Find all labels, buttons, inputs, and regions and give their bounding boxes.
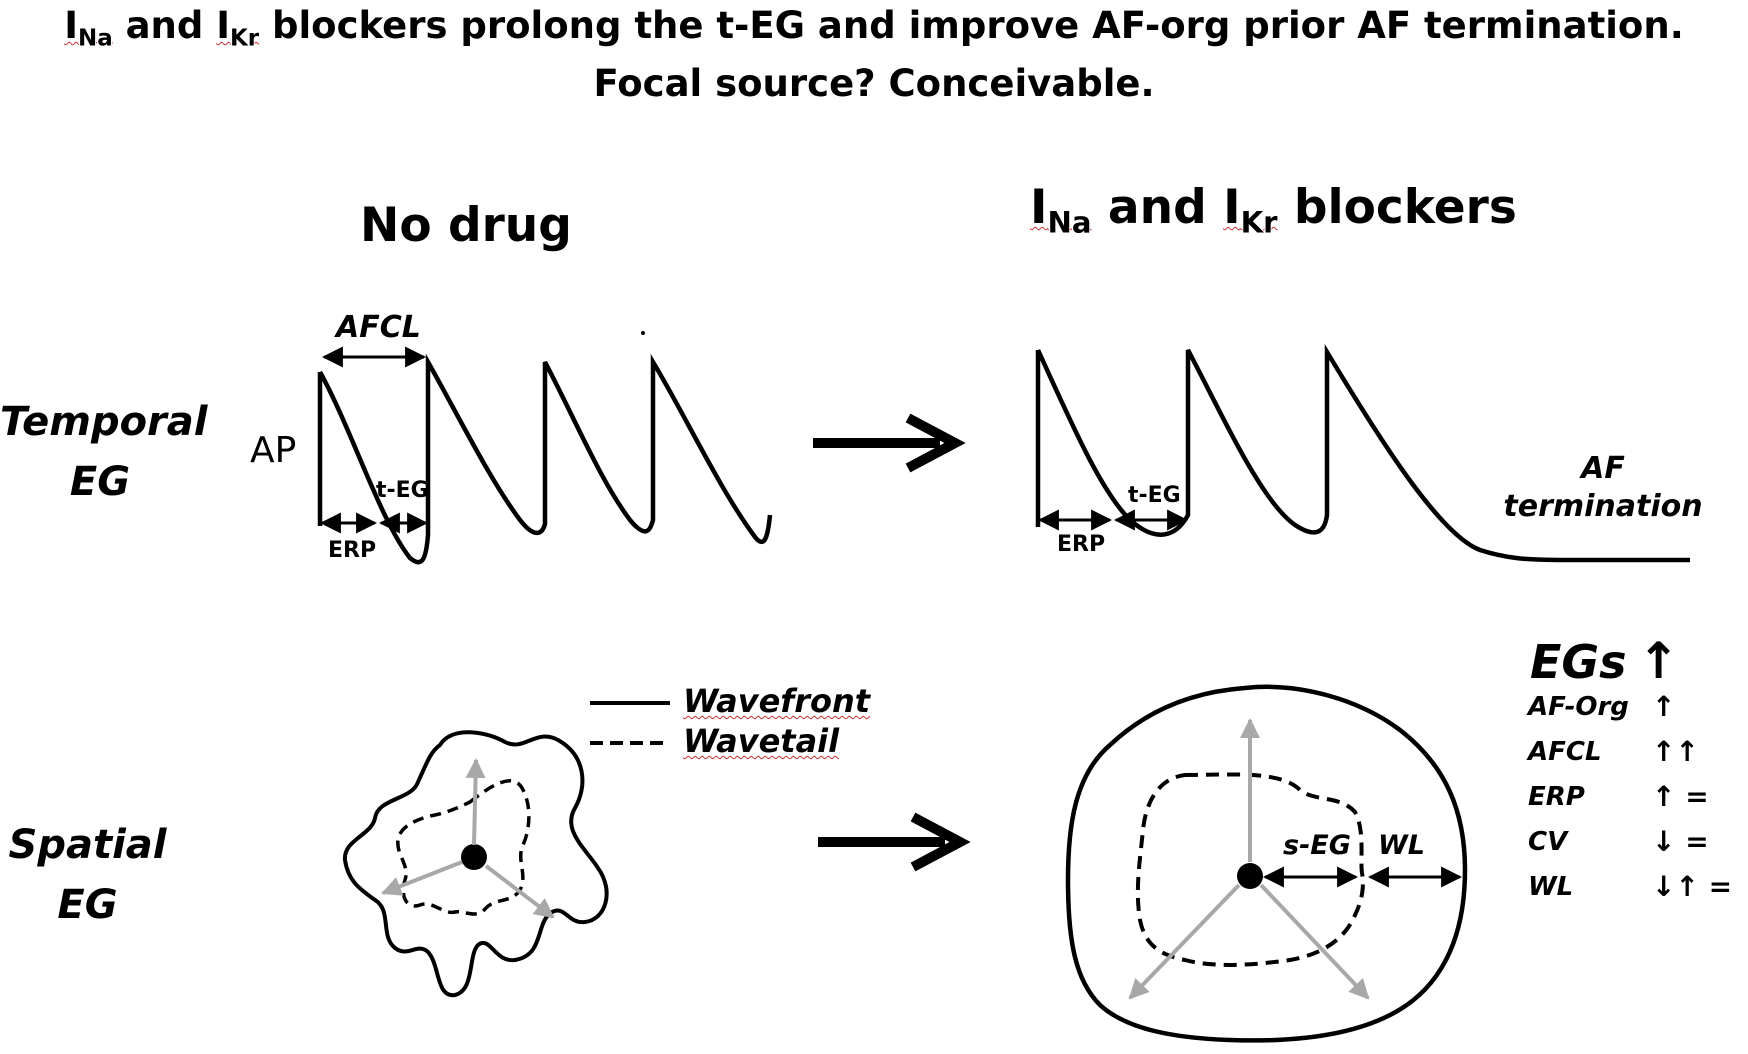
eg-param: WL [1528, 872, 1574, 902]
heading-blockers: INa and IKr blockers [1030, 180, 1517, 240]
eg-param: CV [1528, 827, 1568, 857]
transition-arrow-temporal [813, 413, 966, 473]
seg-label: s-EG [1283, 830, 1351, 861]
eg-effect: ↑ [1652, 690, 1676, 723]
irregular-wavetail [396, 779, 531, 916]
legend-wavefront-label: Wavefront [683, 682, 871, 720]
title-line-1: INa and IKr blockers prolong the t-EG an… [64, 4, 1684, 52]
transition-arrow-spatial [818, 812, 971, 872]
eg-param: ERP [1528, 782, 1585, 812]
row-label-temporal: Temporal EG [0, 399, 208, 505]
smooth-wavetail [1135, 772, 1365, 967]
propagation-arrow-right-right [1259, 883, 1370, 1000]
irregular-wavefront [342, 730, 609, 998]
eg-effect: ↑ = [1652, 780, 1709, 813]
eg-param: AF-Org [1528, 692, 1629, 722]
wl-label: WL [1378, 830, 1425, 861]
propagation-arrow-left-right [484, 864, 555, 919]
stray-dot [641, 331, 645, 335]
focal-source-dot-left [461, 844, 487, 870]
eg-summary-title: EGs ↑ [1530, 632, 1680, 690]
erp-label-right: ERP [1057, 532, 1106, 557]
propagation-arrow-right-left [1128, 883, 1241, 1000]
teg-label-right: t-EG [1128, 483, 1181, 508]
erp-label: ERP [328, 538, 377, 563]
smooth-wavefront [1065, 684, 1468, 1043]
teg-label: t-EG [376, 478, 429, 503]
title-ikr: IKr [216, 4, 260, 52]
eg-effect: ↓ = [1652, 825, 1709, 858]
up-arrow-icon: ↑ [1637, 632, 1680, 690]
ap-trace-no-drug [317, 353, 773, 565]
eg-effect: ↓↑ = [1652, 870, 1733, 903]
af-termination-label: AF termination [1503, 451, 1703, 524]
afcl-label: AFCL [336, 310, 421, 345]
propagation-arrow-left-up [465, 758, 486, 846]
propagation-arrow-left-left [381, 860, 463, 896]
title-ina: INa [64, 4, 113, 52]
title-line-2: Focal source? Conceivable. [593, 62, 1155, 105]
eg-param: AFCL [1528, 737, 1602, 767]
heading-no-drug: No drug [360, 198, 572, 253]
row-label-spatial: Spatial EG [8, 822, 167, 928]
eg-effect: ↑↑ [1652, 735, 1699, 768]
ap-label: AP [250, 430, 297, 471]
focal-source-dot-right [1237, 863, 1263, 889]
legend-wavetail-label: Wavetail [683, 722, 840, 760]
